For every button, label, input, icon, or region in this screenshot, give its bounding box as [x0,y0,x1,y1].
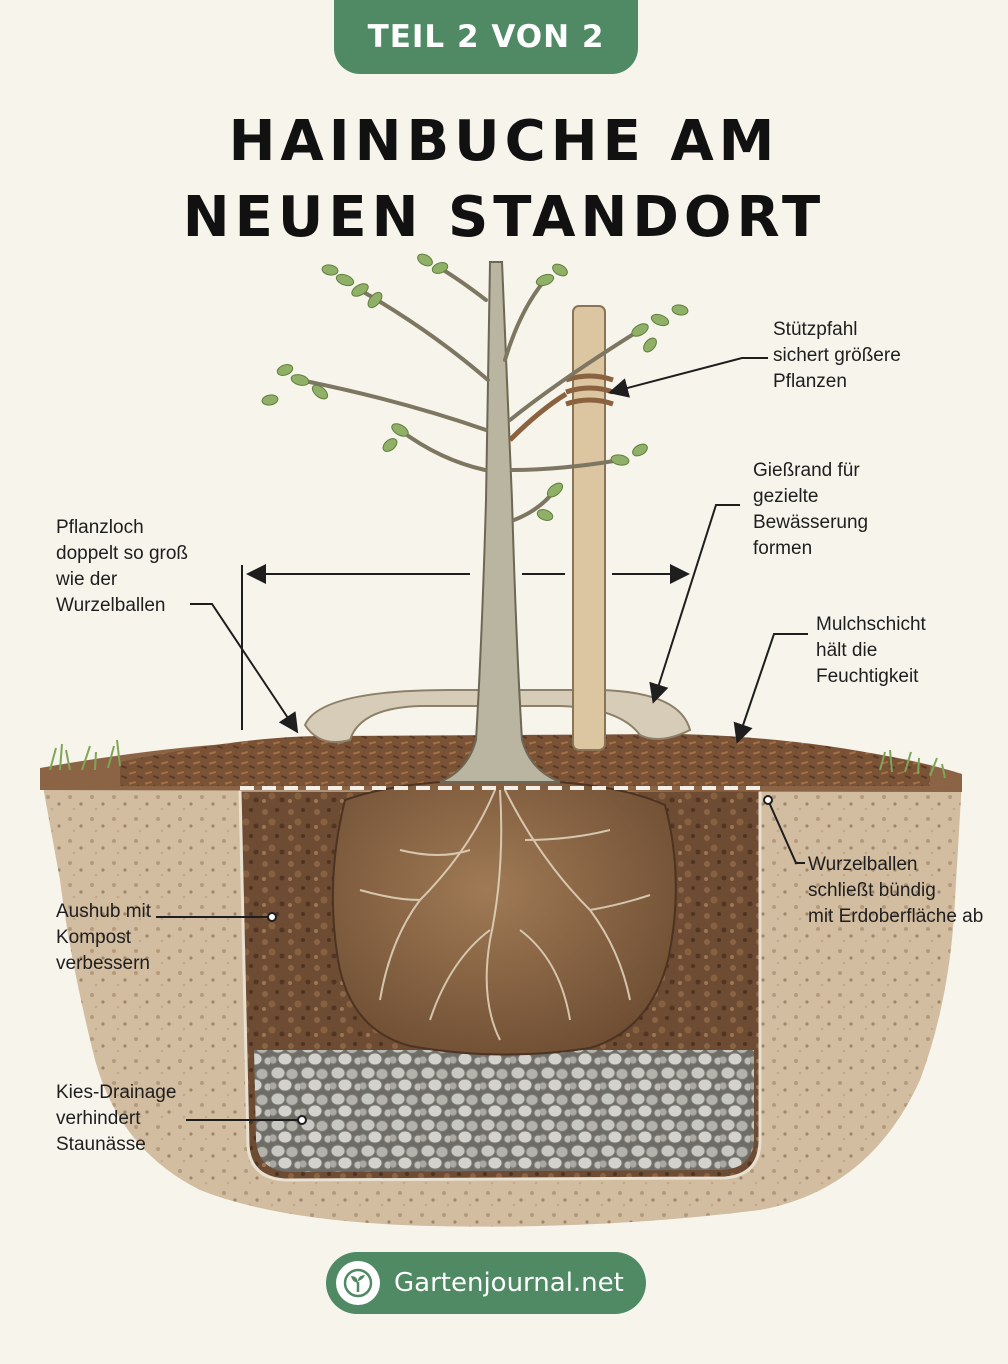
label-mulch: Mulchschicht hält die Feuchtigkeit [816,614,926,687]
brand-footer[interactable]: Gartenjournal.net [326,1252,646,1314]
page-title: HAINBUCHE AM NEUEN STANDORT [0,104,1008,256]
part-badge-text: TEIL 2 VON 2 [367,19,605,55]
tree-leaves [261,253,689,521]
gravel-drainage [254,1050,754,1172]
title-line-1: HAINBUCHE AM [228,109,780,174]
label-watering-rim: Gießrand für gezielte Bewässerung formen [753,460,869,559]
support-stake [572,305,606,751]
label-backfill: Aushub mit Kompost verbessern [56,901,152,974]
root-ball [331,778,677,1056]
sprout-in-circle-icon [336,1261,380,1305]
label-stake: Stützpfahl sichert größere Pflanzen [773,319,901,392]
grass-tufts [49,739,946,779]
title-line-2: NEUEN STANDORT [182,185,826,250]
brand-name: Gartenjournal.net [394,1268,624,1298]
label-root-ball: Wurzelballen schließt bündig mit Erdober… [808,854,984,927]
label-drainage: Kies-Drainage verhindert Staunässe [56,1082,177,1155]
part-badge: TEIL 2 VON 2 [334,0,638,74]
label-planting-hole: Pflanzloch doppelt so groß wie der Wurze… [56,517,189,616]
roots [359,789,651,1041]
leader-lines [156,357,808,1125]
